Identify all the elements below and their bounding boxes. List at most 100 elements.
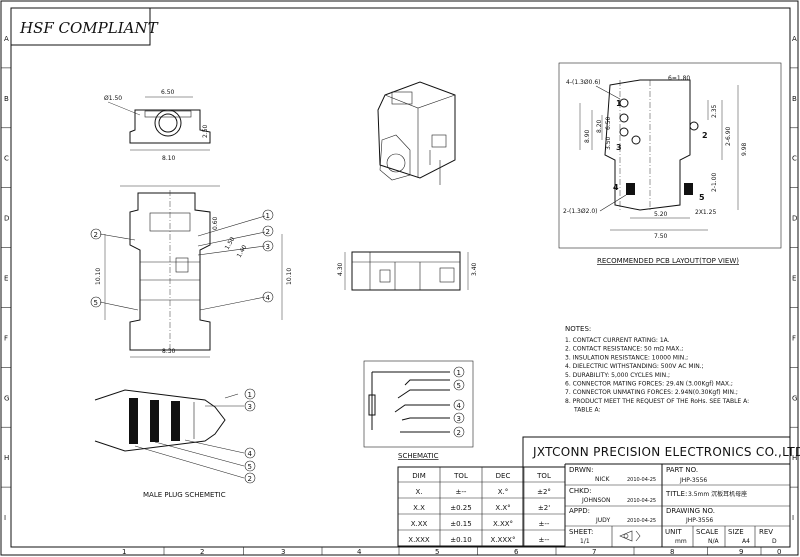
dim-b: 1.40 — [236, 244, 249, 259]
front-view: 4.30 3.40 — [337, 251, 478, 291]
row-marker-right: A — [792, 35, 797, 43]
row-marker-right: E — [792, 275, 796, 283]
schematic-pin-4: 4 — [457, 402, 462, 410]
unit-label: UNIT — [665, 528, 682, 536]
note-item: 4. DIELECTRIC WITHSTANDING: 500V AC MIN.… — [565, 363, 704, 370]
pcb-dim-h4: 2-1.00 — [711, 172, 718, 192]
row-marker-left: I — [4, 514, 6, 522]
plug-callout-3: 3 — [248, 403, 252, 411]
dim-left: 10.10 — [95, 268, 102, 285]
pcb-dim-v3: 6.50 — [605, 116, 612, 130]
appd-date: 2010-04-25 — [627, 518, 656, 524]
schematic-pin-5: 5 — [457, 382, 461, 390]
note-item: TABLE A: — [573, 407, 600, 414]
col-marker: 8 — [670, 548, 674, 556]
row-marker-left: G — [4, 394, 9, 402]
tolerance-cell: ±2° — [537, 488, 551, 496]
notes-title: NOTES: — [565, 325, 591, 333]
callout-5: 5 — [94, 299, 98, 307]
tolerance-cell: ±-- — [539, 520, 550, 528]
tolerance-cell: ±-- — [539, 536, 550, 544]
part-label: PART NO. — [666, 466, 698, 474]
row-marker-left: D — [4, 215, 9, 223]
top-view: 6.50 Ø1.50 8.10 2.50 — [104, 89, 211, 162]
row-marker-left: C — [4, 155, 9, 163]
tolerance-cell: X.XX° — [493, 520, 513, 528]
schematic-caption: SCHEMATIC — [398, 452, 439, 460]
schematic: 1 5 4 3 2 — [363, 360, 474, 448]
row-marker-left: F — [4, 334, 8, 342]
unit-value: mm — [675, 538, 687, 545]
col-marker: 5 — [435, 548, 439, 556]
side-view: 10.10 10.10 8.30 0.60 1.50 1.40 1 2 3 4 … — [90, 185, 293, 358]
appd-label: APPD: — [569, 507, 590, 515]
drawing-label: DRAWING NO. — [666, 507, 715, 515]
drwn-label: DRWN: — [569, 466, 594, 474]
rev-value: D — [772, 538, 777, 545]
pcb-pin-1: 1 — [616, 99, 622, 108]
tolerance-cell: ±0.10 — [450, 536, 471, 544]
sheet-label: SHEET: — [569, 528, 593, 536]
col-marker: 7 — [592, 548, 596, 556]
pcb-dim-v2: 8.20 — [596, 119, 603, 133]
tolerance-cell: ±2' — [538, 504, 550, 512]
note-item: 8. PRODUCT MEET THE REQUEST OF THE RoHs.… — [565, 398, 749, 405]
row-marker-right: F — [792, 334, 796, 342]
row-marker-right: B — [792, 95, 797, 103]
drawing-value: JHP-3556 — [685, 517, 713, 524]
tolerance-cell: ±0.15 — [450, 520, 471, 528]
scale-label: SCALE — [696, 528, 718, 536]
pcb-pin-5: 5 — [699, 193, 705, 202]
col-marker: 1 — [122, 548, 126, 556]
size-label: SIZE — [728, 528, 744, 536]
dim-top: 0.60 — [212, 216, 219, 230]
callout-1: 1 — [266, 212, 270, 220]
part-value: JHP-3556 — [679, 477, 707, 484]
col-marker: 3 — [281, 548, 285, 556]
compliance-box — [10, 7, 151, 46]
row-marker-left: A — [4, 35, 9, 43]
isometric-view — [377, 81, 456, 185]
note-item: 3. INSULATION RESISTANCE: 10000 MIN.; — [565, 354, 688, 361]
pcb-dim-h1: 2.35 — [711, 104, 718, 118]
note-item: 7. CONNECTOR UNMATING FORCES: 2.94N(0.30… — [565, 389, 738, 396]
dim-bottom: 8.30 — [162, 348, 176, 355]
schematic-pin-1: 1 — [457, 369, 461, 377]
note-item: 1. CONTACT CURRENT RATING: 1A. — [565, 337, 670, 344]
tolerance-cell: X.X° — [495, 504, 510, 512]
tolerance-cell: ±0.25 — [450, 504, 471, 512]
tolerance-cell: ±-- — [456, 488, 467, 496]
title-value: 3.5mm 沉板耳机母座 — [688, 490, 747, 498]
title-label: TITLE: — [665, 490, 687, 498]
row-marker-right: C — [792, 155, 797, 163]
pcb-pin-4: 4 — [613, 183, 619, 192]
title-block: JXTCONN PRECISION ELECTRONICS CO.,LTD DR… — [522, 436, 800, 548]
front-dim-left: 4.30 — [337, 262, 344, 276]
pcb-dim-h3: 9.98 — [741, 142, 748, 156]
chkd-label: CHKD: — [569, 487, 592, 495]
scale-value: N/A — [708, 538, 720, 545]
schematic-pin-3: 3 — [457, 415, 461, 423]
col-marker: 9 — [739, 548, 743, 556]
pcb-layout: 1 2 3 4 5 6=1.80 4-(1.3Ø0.6) 2-(1.3Ø2.0)… — [558, 62, 782, 249]
row-marker-left: H — [4, 454, 9, 462]
plug-callout-2: 2 — [248, 475, 252, 483]
tolerance-cell: X.XX — [411, 520, 428, 528]
dim-height: 2.50 — [202, 124, 209, 138]
note-item: 2. CONTACT RESISTANCE: 50 mΩ MAX.; — [565, 346, 683, 353]
pcb-dim-v1: 8.90 — [584, 129, 591, 143]
col-marker: 6 — [514, 548, 519, 556]
tolerance-header: DIM — [412, 472, 426, 480]
plug-caption: MALE PLUG SCHEMETIC — [143, 491, 226, 499]
tolerance-cell: X.X — [413, 504, 425, 512]
pcb-dim-spacing: 6=1.80 — [668, 75, 690, 82]
tolerance-cell: X.° — [498, 488, 509, 496]
tolerance-header: DEC — [496, 472, 511, 480]
rev-label: REV — [759, 528, 773, 536]
note-item: 6. CONNECTOR MATING FORCES: 29.4N (3.00K… — [565, 381, 733, 388]
plug-callout-1: 1 — [248, 391, 252, 399]
row-marker-right: G — [792, 394, 797, 402]
